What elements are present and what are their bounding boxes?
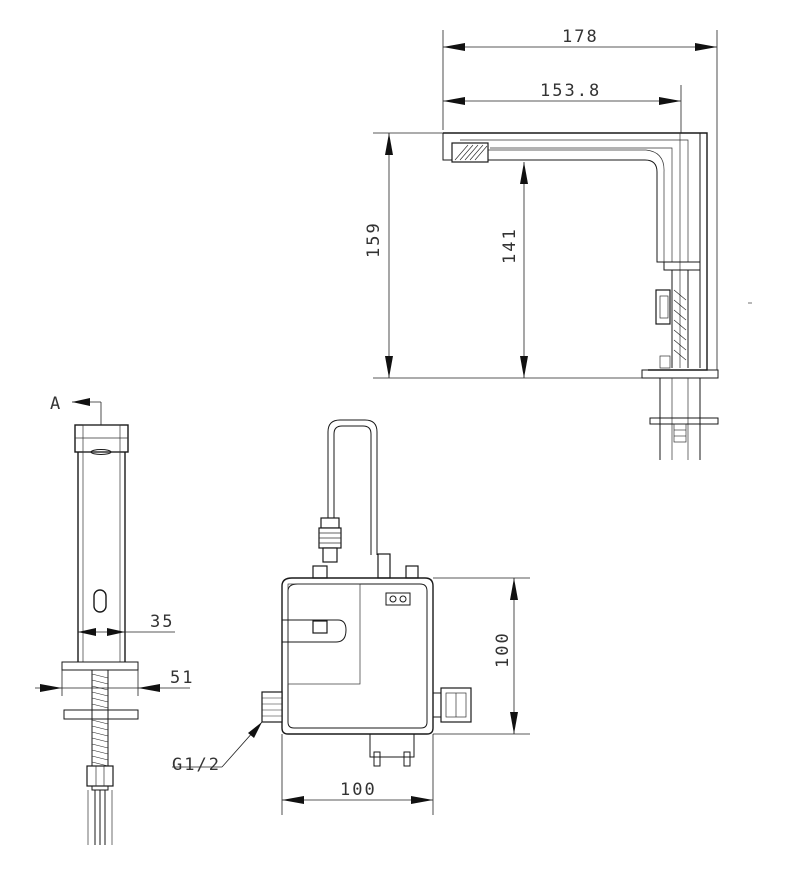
view-a-marker: A — [50, 394, 102, 425]
view-a-label: A — [50, 394, 62, 414]
dim-100-horizontal-label: 100 — [340, 780, 377, 800]
control-box — [261, 419, 472, 767]
dim-159-label: 159 — [364, 221, 384, 258]
dim-51-label: 51 — [170, 668, 194, 688]
thread-callout: G1/2 — [172, 721, 263, 775]
dim-35-label: 35 — [150, 612, 174, 632]
dimension-51: 51 — [35, 668, 194, 696]
dimension-153-8: 153.8 — [443, 81, 682, 133]
dim-141-label: 141 — [500, 227, 520, 264]
dimension-35: 35 — [78, 612, 175, 636]
thread-label: G1/2 — [172, 755, 221, 775]
dim-100-vertical-label: 100 — [493, 631, 513, 668]
dimension-159: 159 — [364, 132, 642, 379]
dim-153-8-label: 153.8 — [540, 81, 601, 101]
faucet-front-view — [61, 424, 139, 845]
faucet-side-view — [442, 132, 719, 460]
dimension-100-horizontal: 100 — [281, 734, 434, 815]
dimension-100-vertical: 100 — [433, 577, 530, 735]
dim-178-label: 178 — [562, 27, 599, 47]
aerator — [451, 142, 489, 163]
dimension-141: 141 — [500, 162, 528, 378]
dimension-178: 178 — [442, 27, 718, 370]
